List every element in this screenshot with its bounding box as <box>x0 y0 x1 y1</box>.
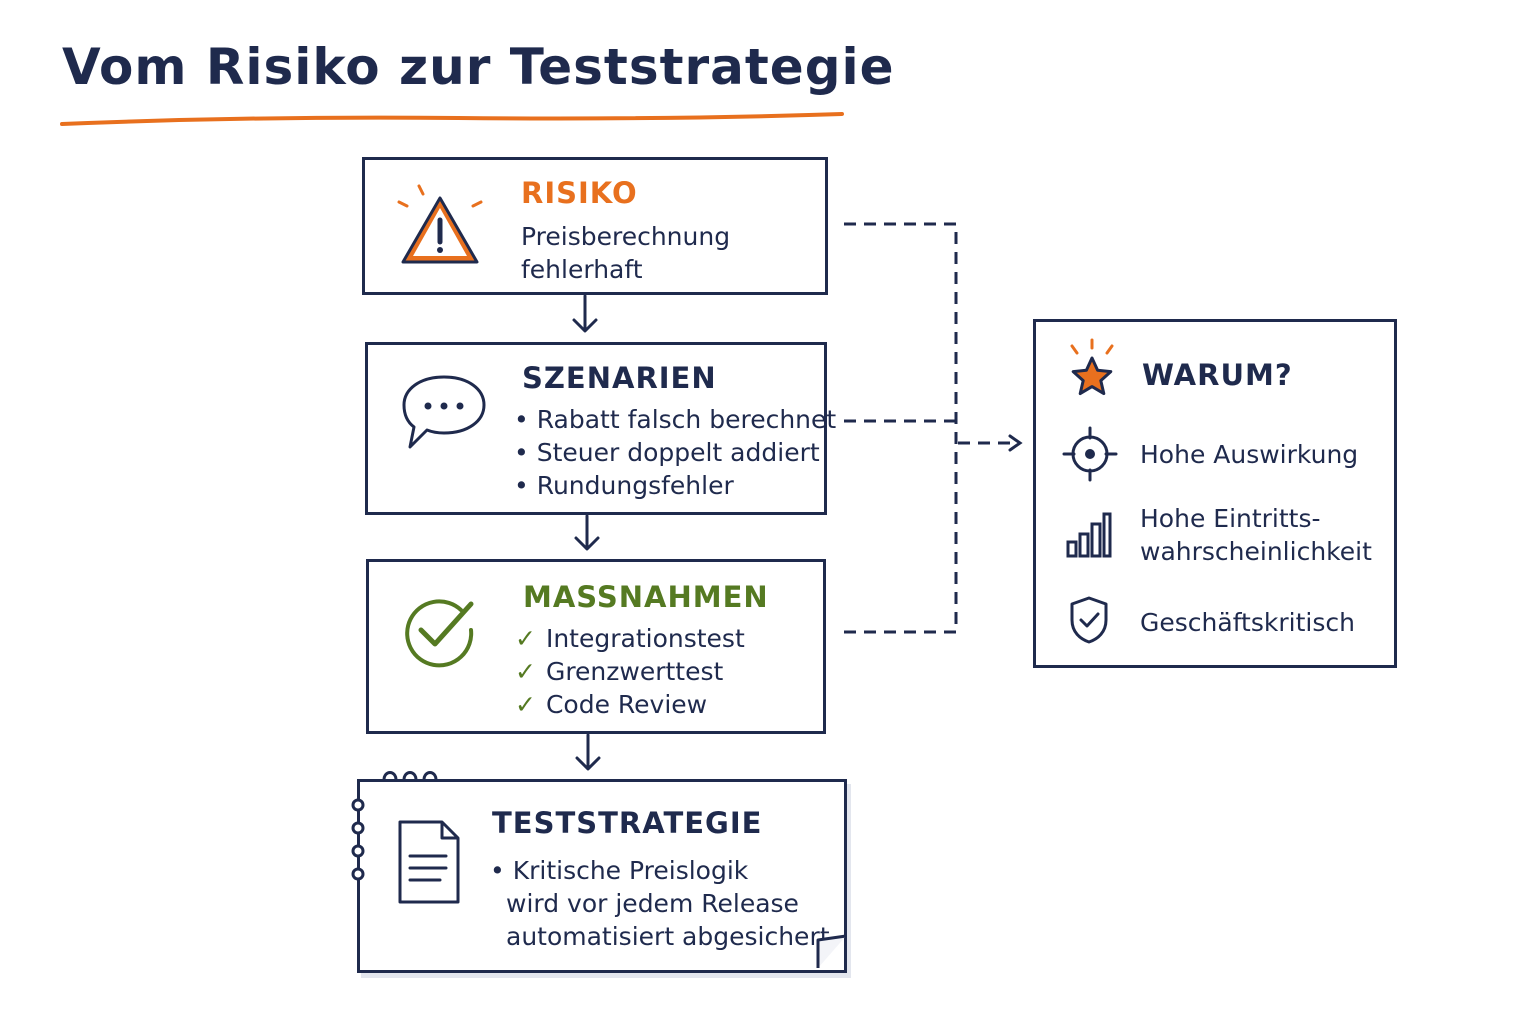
risiko-box: RISIKO Preisberechnung fehlerhaft <box>362 157 828 295</box>
list-item-label: Grenzwerttest <box>545 657 724 686</box>
warum-item-line: Hohe Eintritts- <box>1140 504 1321 533</box>
massnahmen-box: MASSNAHMEN ✓ Integrationstest ✓ Grenzwertt… <box>366 559 826 734</box>
arrow-risiko-szenarien <box>572 294 598 333</box>
risiko-line: fehlerhaft <box>521 255 643 284</box>
star-icon <box>1070 338 1114 396</box>
teststrategie-text: Kritische Preislogik wird vor jedem Rele… <box>490 854 837 953</box>
warum-heading: WARUM? <box>1142 358 1293 392</box>
warum-item-label: Geschäftskritisch <box>1140 608 1355 637</box>
dashed-connectors <box>844 222 1018 634</box>
warum-item-label: Hohe Eintritts- wahrscheinlichkeit <box>1140 502 1372 568</box>
teststrategie-heading: TESTSTRATEGIE <box>492 806 763 840</box>
list-item: ✓ Integrationstest <box>515 622 745 655</box>
warum-item-line: wahrscheinlichkeit <box>1140 537 1372 566</box>
target-icon <box>1062 426 1118 482</box>
check-circle-icon <box>405 599 474 668</box>
risiko-text: Preisberechnung fehlerhaft <box>521 220 730 286</box>
szenarien-heading: SZENARIEN <box>522 361 717 395</box>
check-icon: ✓ <box>515 657 536 686</box>
arrow-massnahmen-teststrategie <box>575 733 601 771</box>
szenarien-box: SZENARIEN Rabatt falsch berechnet Steuer… <box>365 342 836 515</box>
warum-item-label: Hohe Auswirkung <box>1140 440 1359 469</box>
page-title: Vom Risiko zur Teststrategie <box>62 38 895 96</box>
arrow-to-warum <box>1008 434 1023 452</box>
check-icon: ✓ <box>515 624 536 653</box>
list-item-label: Integrationstest <box>545 624 745 653</box>
bar-chart-icon <box>1066 512 1112 558</box>
shield-icon <box>1070 596 1108 644</box>
list-item: ✓ Code Review <box>515 688 745 721</box>
risiko-line: Preisberechnung <box>521 222 731 251</box>
teststrategie-line: Kritische Preislogik <box>490 854 837 887</box>
list-item: ✓ Grenzwerttest <box>515 655 745 688</box>
list-item: Rabatt falsch berechnet <box>514 403 837 436</box>
massnahmen-heading: MASSNAHMEN <box>523 580 769 614</box>
szenarien-list: Rabatt falsch berechnet Steuer doppelt a… <box>514 403 837 502</box>
speech-bubble-icon <box>402 375 486 449</box>
teststrategie-box: TESTSTRATEGIE Kritische Preislogik wird … <box>357 779 847 973</box>
arrow-szenarien-massnahmen <box>574 514 600 551</box>
list-item: Steuer doppelt addiert <box>514 436 836 469</box>
risiko-heading: RISIKO <box>521 176 638 210</box>
document-icon <box>398 820 460 904</box>
warning-icon <box>397 184 483 264</box>
check-icon: ✓ <box>515 690 536 719</box>
teststrategie-line: automatisiert abgesichert. <box>506 922 838 951</box>
teststrategie-line: wird vor jedem Release <box>506 889 799 918</box>
title-underline <box>60 112 844 126</box>
warum-box: WARUM? Hohe Auswirkung Hohe Eintritts- w… <box>1033 319 1397 668</box>
massnahmen-list: ✓ Integrationstest ✓ Grenzwerttest ✓ Code R… <box>515 622 745 721</box>
list-item-label: Code Review <box>545 690 708 719</box>
list-item: Rundungsfehler <box>514 469 836 502</box>
